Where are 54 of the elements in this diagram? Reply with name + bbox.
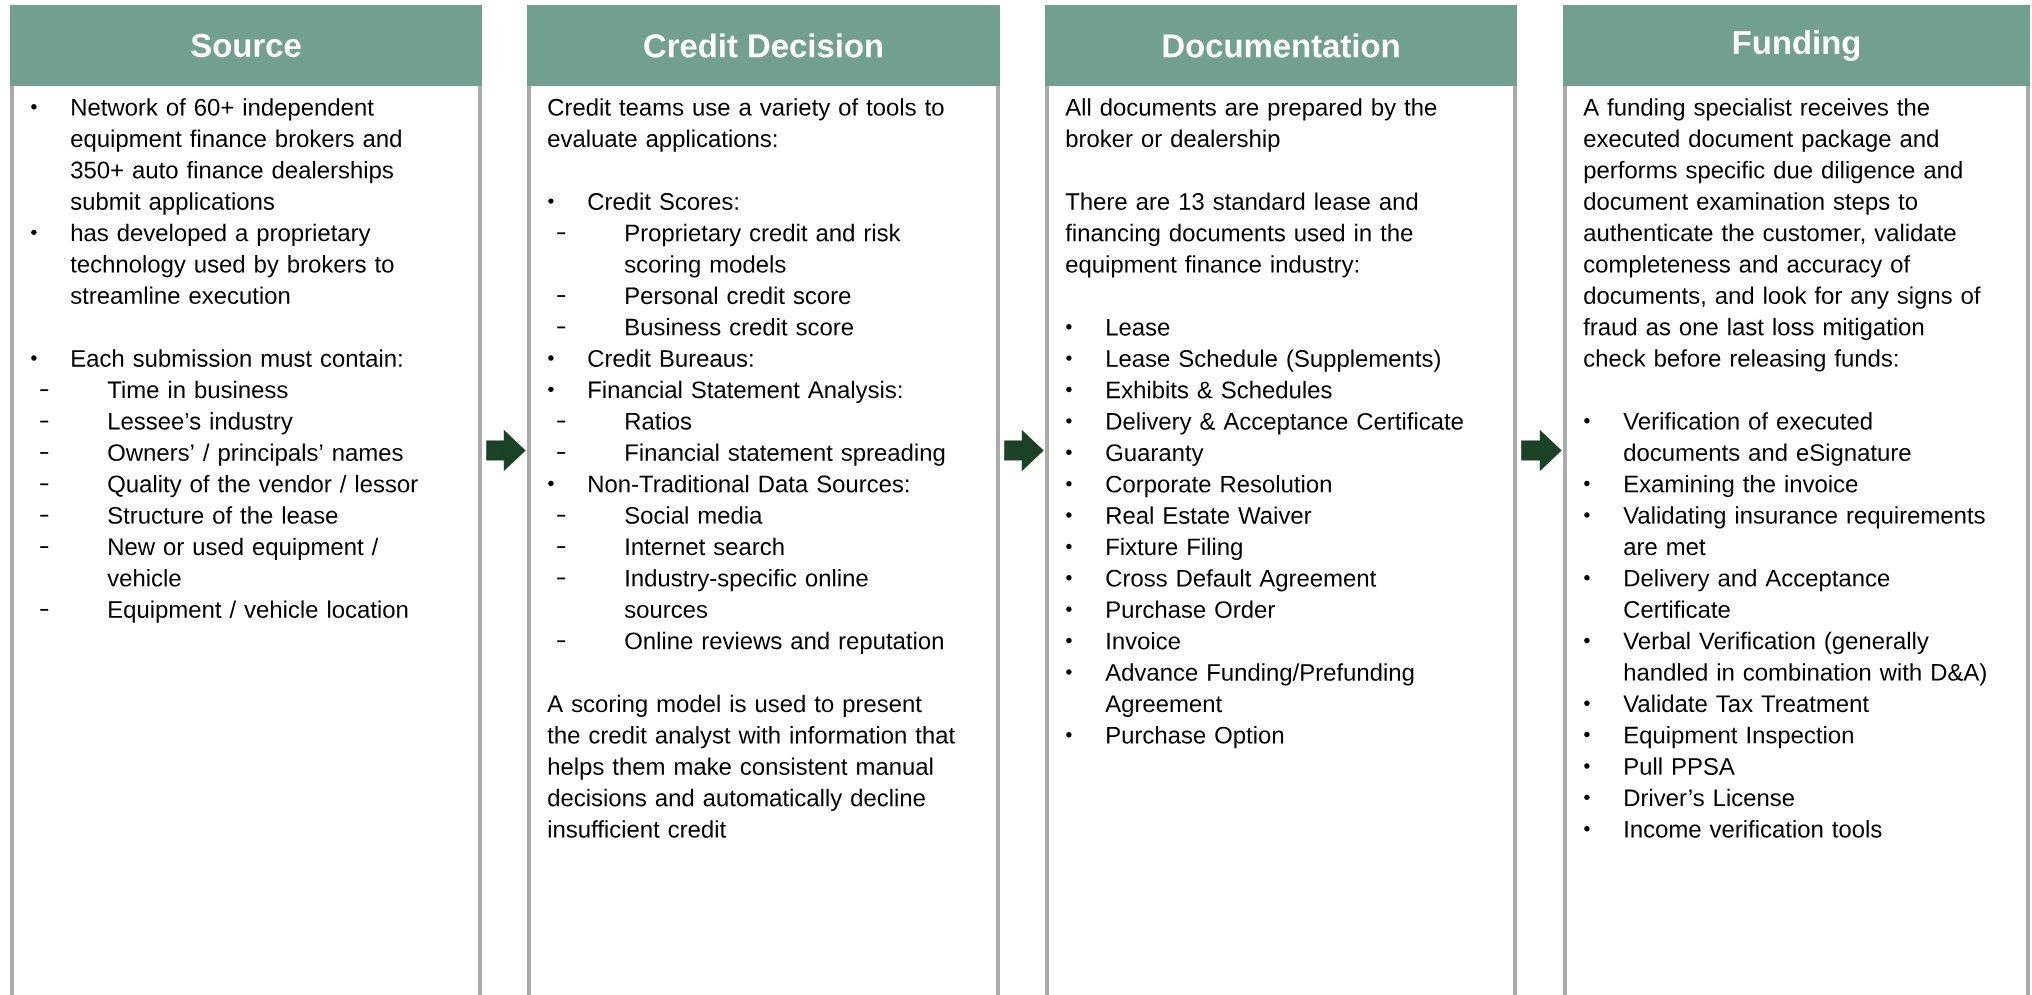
bullet-item: Pull PPSA: [1584, 757, 1735, 775]
bullet-item: Verification of executed documents and eSignature: [1584, 412, 1911, 466]
bullet-item: Lease: [1066, 318, 1170, 336]
process-column: Source Network of 60+ independent equipment finance brokers and 350+ auto finance dealerships submit applications has developed a proprietary technology used by brokers to streamline execution Each submission must contain: Time in business Lessee’s industry Owners’ / principals’ names Quality of the vendor / lessor Structure of the lease New or used equipment / vehicle Equipment / vehicle location: [10, 5, 482, 995]
bullet-item: Guaranty: [1066, 444, 1204, 466]
bullet-item: Equipment Inspection: [1584, 725, 1853, 749]
dash-item: Financial statement spreading: [556, 443, 945, 466]
bullet-item: Purchase Order: [1066, 600, 1275, 619]
bullet-item: Real Estate Waiver: [1066, 506, 1312, 524]
bullet-item: Invoice: [1066, 631, 1180, 650]
dash-item: Equipment / vehicle location: [39, 600, 408, 623]
dash-item: Structure of the lease: [39, 506, 338, 524]
bullet-item: Credit Scores:: [548, 192, 738, 210]
dash-item: Time in business: [39, 380, 288, 399]
dash-item: Online reviews and reputation: [556, 631, 943, 655]
bullet-item: Non-Traditional Data Sources:: [548, 474, 909, 493]
bullet-item: Corporate Resolution: [1066, 475, 1331, 498]
dash-item: Personal credit score: [556, 286, 851, 305]
bullet-item: has developed a proprietary technology used by brokers to streamline execution: [31, 223, 394, 305]
paragraph: All documents are prepared by the broker or dealership: [1065, 98, 1437, 152]
bullet-item: Each submission must contain:: [31, 349, 402, 367]
paragraph: There are 13 standard lease and financing documents used in the equipment finance industry:: [1065, 192, 1418, 278]
bullet-item: Fixture Filing: [1066, 537, 1242, 561]
dash-item: Internet search: [556, 537, 784, 556]
process-column: Credit Decision Credit teams use a variety of tools to evaluate applications: Credit Scores: Proprietary credit and risk scoring models Personal credit score Business credit score Credit Bureaus: Financial Statement Analysis: Ratios Financial statement spreading Non-Traditional Data Sources: Social media Internet search Industry-specific online sources Online reviews and reputation A scoring model is used to present the credit analyst with information that helps them make consistent manual decisions and automatically decline insufficient credit: [527, 5, 1000, 995]
dash-item: Ratios: [556, 412, 692, 430]
bullet-item: Cross Default Agreement: [1066, 569, 1377, 592]
bullet-item: Driver’s License: [1584, 788, 1794, 807]
bullet-item: Purchase Option: [1066, 726, 1284, 749]
process-column: Documentation All documents are prepared by the broker or dealership There are 13 standard lease and financing documents used in the equipment finance industry: Lease Lease Schedule (Supplements) Exhibits & Schedules Delivery & Acceptance Certificate Guaranty Corporate Resolution Real Estate Waiver Fixture Filing Cross Default Agreement Purchase Order Invoice Advance Funding/Prefunding Agreement Purchase Option: [1045, 5, 1517, 995]
paragraph: Credit teams use a variety of tools to evaluate applications:: [548, 98, 944, 152]
process-column: Funding A funding specialist receives the executed document package and performs specific due diligence and document examination steps to authenticate the customer, validate completeness and accuracy of documents, and look for any signs of fraud as one last loss mitigation check before releasing funds: Verification of executed documents and eSignature Examining the invoice Validating insurance requirements are met Delivery and Acceptance Certificate Verbal Verification (generally handled in combination with D&A) Validate Tax Treatment Equipment Inspection Pull PPSA Driver’s License Income verification tools: [1563, 5, 2030, 995]
bullet-item: Lease Schedule (Supplements): [1066, 349, 1440, 372]
dash-item: Lessee’s industry: [39, 412, 293, 435]
bullet-item: Income verification tools: [1584, 820, 1882, 838]
bullet-item: Credit Bureaus:: [548, 349, 753, 367]
dash-item: Owners’ / principals’ names: [39, 443, 403, 466]
paragraph: A funding specialist receives the executed document package and performs specific due diligence and document examination steps to authenticate the customer, validate completeness and accuracy of documents, and look for any signs of fraud as one last loss mitigation check before releasing funds:: [1583, 98, 1981, 372]
dash-item: New or used equipment / vehicle: [39, 537, 379, 587]
dash-item: Social media: [556, 506, 763, 524]
paragraph: A scoring model is used to present the credit analyst with information that helps them make consistent manual decisions and automatically decline insufficient credit: [547, 694, 955, 838]
dash-item: Business credit score: [556, 318, 853, 336]
bullet-item: Delivery and Acceptance Certificate: [1584, 569, 1890, 618]
bullet-item: Delivery & Acceptance Certificate: [1066, 412, 1463, 435]
bullet-item: Financial Statement Analysis:: [548, 380, 902, 404]
bullet-item: Validating insurance requirements are met: [1584, 506, 1985, 556]
bullet-item: Advance Funding/Prefunding Agreement: [1066, 663, 1414, 717]
dash-item: Industry-specific online sources: [556, 569, 868, 618]
bullet-item: Examining the invoice: [1584, 474, 1858, 498]
bullet-item: Verbal Verification (generally handled in combination with D&A): [1584, 631, 1986, 686]
bullet-item: Exhibits & Schedules: [1066, 380, 1332, 399]
dash-item: Proprietary credit and risk scoring models: [556, 223, 901, 278]
dash-item: Quality of the vendor / lessor: [39, 474, 418, 498]
bullet-item: Validate Tax Treatment: [1584, 694, 1869, 713]
